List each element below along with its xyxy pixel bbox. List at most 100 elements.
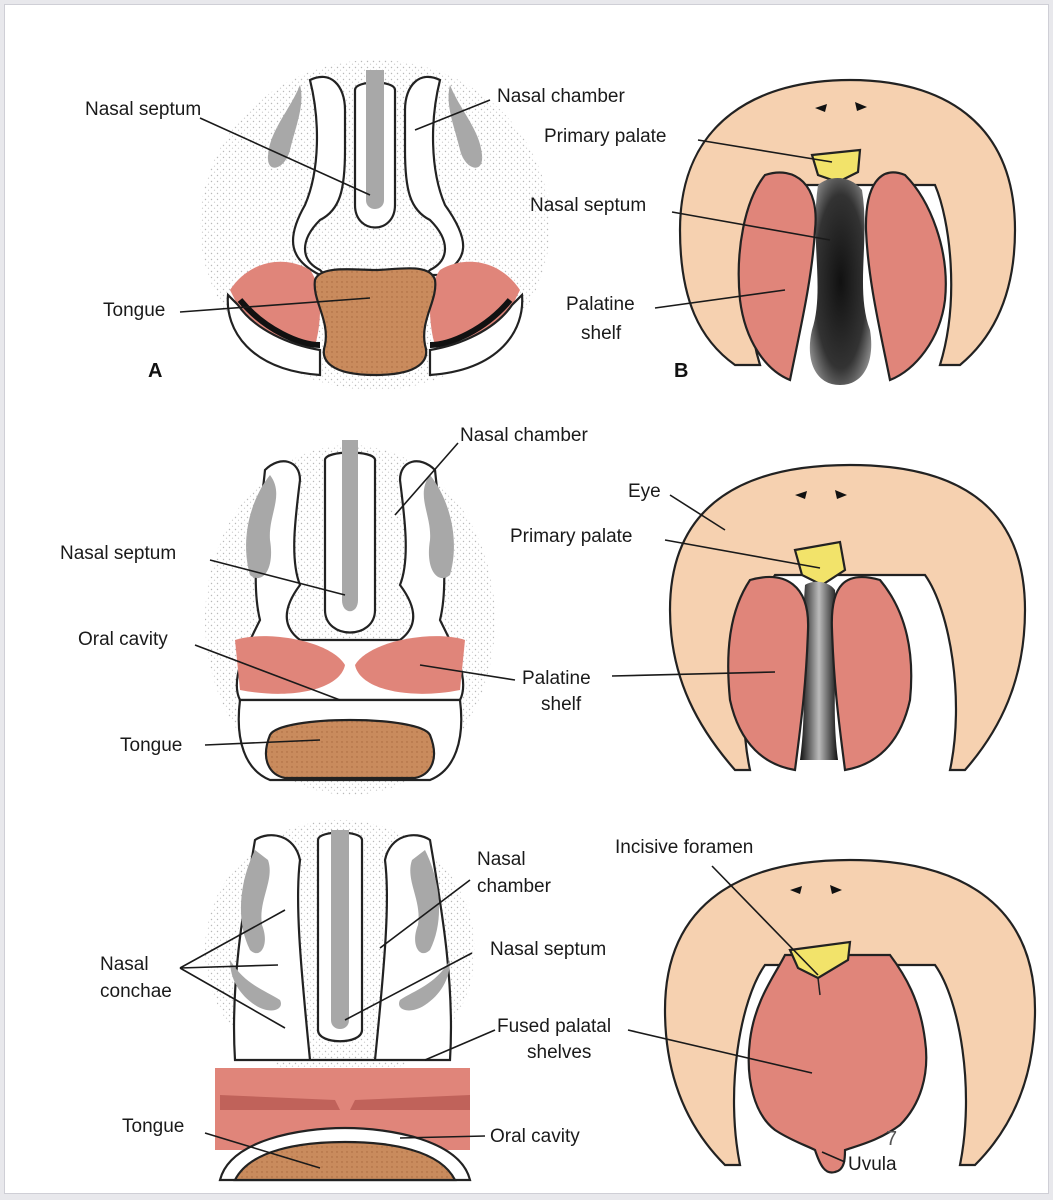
- leader-e-nasal-chamber: [379, 879, 471, 949]
- panel-e-nasal-cavity: [232, 834, 453, 1062]
- panel-d-palatine-shelf-left: [727, 575, 810, 772]
- label-e-nasal-conchae-line2: conchae: [100, 981, 172, 1002]
- label-d-eye: Eye: [628, 481, 661, 502]
- label-b-primary-palate: Primary palate: [544, 126, 667, 147]
- panel-d-palatine-shelf-right: [830, 575, 913, 772]
- panel-c-palatine-shelf-left: [235, 636, 345, 694]
- label-e-nasal-conchae-line1: Nasal: [100, 954, 149, 975]
- leader-a-nasal-chamber: [414, 99, 491, 131]
- label-c-nasal-chamber: Nasal chamber: [460, 425, 588, 446]
- label-panel-b: B: [674, 360, 688, 382]
- leader-a-tongue: [179, 297, 371, 313]
- leader-d-eye: [669, 494, 726, 531]
- leader-b-nasal-septum: [671, 211, 831, 241]
- panel-c-concha-right: [423, 475, 454, 579]
- panel-d-head: [668, 463, 1027, 772]
- panel-e-septum-bone: [331, 830, 349, 1029]
- leader-e-oral-cavity: [399, 1135, 486, 1139]
- panel-f-nostril-left: [790, 886, 802, 894]
- leader-f-uvula: [821, 1151, 846, 1163]
- leader-e-tongue: [204, 1132, 321, 1169]
- panel-a-lateral-bone-right: [448, 85, 483, 168]
- panel-b-palate-view: [678, 78, 1017, 385]
- panel-f-midline: [817, 977, 821, 996]
- panel-c-palatine-shelf-right: [355, 636, 465, 694]
- leader-c-nasal-chamber: [394, 442, 459, 516]
- label-c-oral-cavity: Oral cavity: [78, 629, 168, 650]
- labels: Nasal septum Nasal chamber Tongue A Prim…: [60, 86, 897, 1175]
- panel-a-groove-right: [429, 298, 513, 348]
- leader-c-oral-cavity: [194, 644, 341, 701]
- panel-e-section: [205, 820, 475, 1182]
- panel-a-septum-bone: [366, 70, 384, 209]
- leader-a-nasal-septum: [199, 117, 371, 196]
- panel-f-head: [663, 858, 1037, 1167]
- leader-e-conchae-2: [179, 964, 279, 969]
- label-panel-a: A: [148, 360, 162, 382]
- panel-b-nasal-septum-region: [809, 178, 872, 385]
- panel-d-nostril-left: [795, 491, 807, 499]
- leader-c-palatine-shelf: [419, 664, 516, 681]
- label-c-nasal-septum: Nasal septum: [60, 543, 176, 564]
- panel-c-concha-left: [246, 475, 277, 579]
- leader-c-tongue: [204, 739, 321, 746]
- label-c-tongue: Tongue: [120, 735, 182, 756]
- panel-e-concha-lower-left: [230, 960, 281, 1011]
- panel-a-section: [200, 60, 550, 390]
- label-e-tongue: Tongue: [122, 1116, 184, 1137]
- panel-d-nostril-right: [835, 490, 847, 499]
- leader-c-nasal-septum: [209, 559, 346, 596]
- panel-e-concha-upper-right: [410, 850, 440, 954]
- label-a-tongue: Tongue: [103, 300, 165, 321]
- leader-e-conchae-1: [179, 909, 286, 969]
- label-e-fused-shelves-line1: Fused palatal: [497, 1016, 611, 1037]
- leader-d-primary-palate: [664, 539, 821, 569]
- panel-f-palate-view: [663, 858, 1037, 1174]
- panel-a-lateral-bone-left: [267, 85, 302, 168]
- label-b-nasal-septum: Nasal septum: [530, 195, 646, 216]
- panel-e-concha-upper-left: [240, 850, 270, 954]
- label-d-primary-palate: Primary palate: [510, 526, 633, 547]
- panel-f-nostril-right: [830, 885, 842, 894]
- panel-c-septum-bone: [342, 440, 358, 612]
- label-e-fused-shelves-line2: shelves: [527, 1042, 591, 1063]
- panel-d-palate-view: [668, 463, 1027, 772]
- leader-d-palatine-shelf: [611, 671, 776, 677]
- label-f-incisive-foramen: Incisive foramen: [615, 837, 753, 858]
- leader-b-palatine-shelf: [654, 289, 786, 309]
- panel-b-palatine-shelf-right: [864, 171, 947, 382]
- leader-b-primary-palate: [697, 139, 833, 163]
- panel-d-primary-palate: [793, 540, 847, 587]
- panel-f-primary-palate: [788, 940, 852, 980]
- panel-b-primary-palate: [810, 148, 862, 184]
- leader-lines: [179, 99, 846, 1169]
- panel-e-fused-band-left: [220, 1095, 340, 1110]
- panel-b-nostril-right: [855, 102, 867, 111]
- label-e-oral-cavity: Oral cavity: [490, 1126, 580, 1147]
- label-e-nasal-chamber-line1: Nasal: [477, 849, 526, 870]
- label-b-palatine-shelf-line1: Palatine: [566, 294, 635, 315]
- panel-b-palatine-shelf-left: [737, 171, 817, 382]
- panel-e-concha-lower-right: [399, 960, 450, 1011]
- label-b-palatine-shelf-line2: shelf: [581, 323, 622, 344]
- leader-f-fused-shelves: [627, 1029, 813, 1074]
- panel-b-nostril-left: [815, 104, 827, 112]
- label-d-palatine-shelf-line2: shelf: [541, 694, 582, 715]
- panel-c-section: [205, 440, 495, 795]
- panel-f-fused-palate: [747, 953, 928, 1174]
- panel-e-tongue: [233, 1140, 457, 1182]
- leader-e-nasal-septum: [344, 952, 473, 1021]
- panel-a-oral-left: [226, 292, 322, 377]
- panel-d-midline-gap: [800, 581, 838, 760]
- label-a-nasal-chamber: Nasal chamber: [497, 86, 625, 107]
- panel-a-tongue: [313, 267, 437, 377]
- page-number: 7: [886, 1128, 897, 1150]
- label-a-nasal-septum: Nasal septum: [85, 99, 201, 120]
- label-f-uvula: Uvula: [848, 1154, 897, 1175]
- leader-e-fused-shelves: [424, 1029, 496, 1061]
- label-e-nasal-septum: Nasal septum: [490, 939, 606, 960]
- leader-e-conchae-3: [179, 967, 286, 1029]
- label-d-palatine-shelf-line1: Palatine: [522, 668, 591, 689]
